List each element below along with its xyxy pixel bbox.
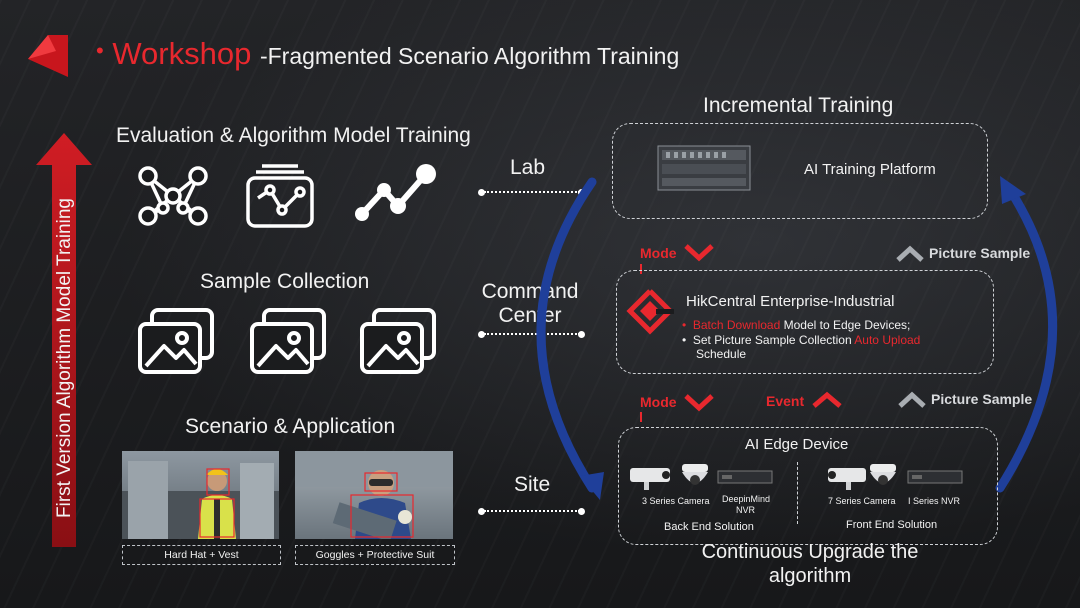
picture-stack-icon	[360, 308, 436, 374]
bottom-caption-1: Continuous Upgrade the	[701, 541, 919, 563]
hikcentral-logo-icon	[626, 289, 674, 335]
lab-label: Lab	[510, 156, 546, 179]
chevron-up-icon	[898, 391, 926, 408]
event-label: Event	[766, 393, 805, 409]
picture-stack-icon	[138, 308, 214, 374]
sample-heading: Sample Collection	[200, 270, 370, 293]
mode-label-2: Mode	[640, 394, 677, 410]
chevron-down-icon	[684, 244, 714, 262]
device-7series: 7 Series Camera	[828, 496, 896, 506]
device-deepinmind-2: NVR	[736, 505, 756, 515]
edge-title: AI Edge Device	[745, 436, 849, 453]
hik-title: HikCentral Enterprise-Industrial	[686, 293, 895, 310]
line-trend-icon	[355, 164, 436, 221]
nvr-icon	[717, 470, 773, 484]
command-connector	[484, 333, 580, 335]
nvr-icon	[907, 470, 963, 484]
back-end-label: Back End Solution	[664, 521, 754, 533]
hard-hat-worker-photo	[122, 451, 279, 539]
edge-device-box	[618, 427, 998, 545]
picture-stack-icon	[250, 308, 326, 374]
front-end-label: Front End Solution	[846, 519, 938, 531]
goggles-caption: Goggles + Protective Suit	[295, 545, 455, 565]
slide-title: • Workshop -Fragmented Scenario Algorith…	[96, 36, 680, 71]
bullet-camera-icon	[630, 468, 670, 490]
hik-bullet-2-cont: Schedule	[696, 347, 747, 361]
chevron-down-icon	[684, 394, 714, 412]
title-rest: -Fragmented Scenario Algorithm Training	[259, 43, 680, 69]
site-label: Site	[514, 473, 551, 496]
mode-label-1: Mode	[640, 245, 677, 261]
server-icon	[657, 145, 751, 191]
dome-camera-icon	[870, 464, 896, 485]
hik-bullet-2: • Set Picture Sample Collection Auto Upl…	[682, 333, 921, 347]
chevron-up-icon	[812, 391, 842, 408]
device-deepinmind-1: DeepinMind	[722, 494, 771, 504]
brand-logo-icon	[28, 35, 68, 77]
side-label: First Version Algorithm Model Training	[54, 198, 75, 518]
lab-connector	[484, 191, 580, 193]
command-label-1: Command	[481, 280, 579, 303]
vertical-arrow-icon	[36, 133, 92, 547]
chevron-up-icon	[896, 245, 924, 262]
incremental-heading: Incremental Training	[703, 94, 894, 117]
evaluation-heading: Evaluation & Algorithm Model Training	[116, 124, 471, 147]
scenario-heading: Scenario & Application	[185, 415, 396, 438]
platform-label: AI Training Platform	[804, 161, 936, 178]
site-connector	[484, 510, 580, 512]
device-iseries: I Series NVR	[908, 496, 961, 506]
model-chart-icon	[246, 164, 314, 228]
neural-network-icon	[138, 166, 208, 226]
goggles-worker-photo	[295, 451, 453, 539]
bullet-camera-icon	[828, 468, 866, 490]
dome-camera-icon	[682, 464, 708, 485]
hikcentral-box	[616, 270, 994, 374]
picture-sample-label-1: Picture Sample	[929, 245, 1031, 261]
bottom-caption-2: algorithm	[768, 565, 852, 587]
hik-bullet-1: • Batch Download Model to Edge Devices;	[682, 318, 911, 332]
hard-hat-caption: Hard Hat + Vest	[122, 545, 281, 565]
cycle-arcs	[536, 176, 1058, 500]
device-3series: 3 Series Camera	[642, 496, 710, 506]
picture-sample-label-2: Picture Sample	[931, 391, 1033, 407]
training-platform-box	[612, 123, 988, 219]
title-highlight: Workshop	[112, 36, 252, 71]
